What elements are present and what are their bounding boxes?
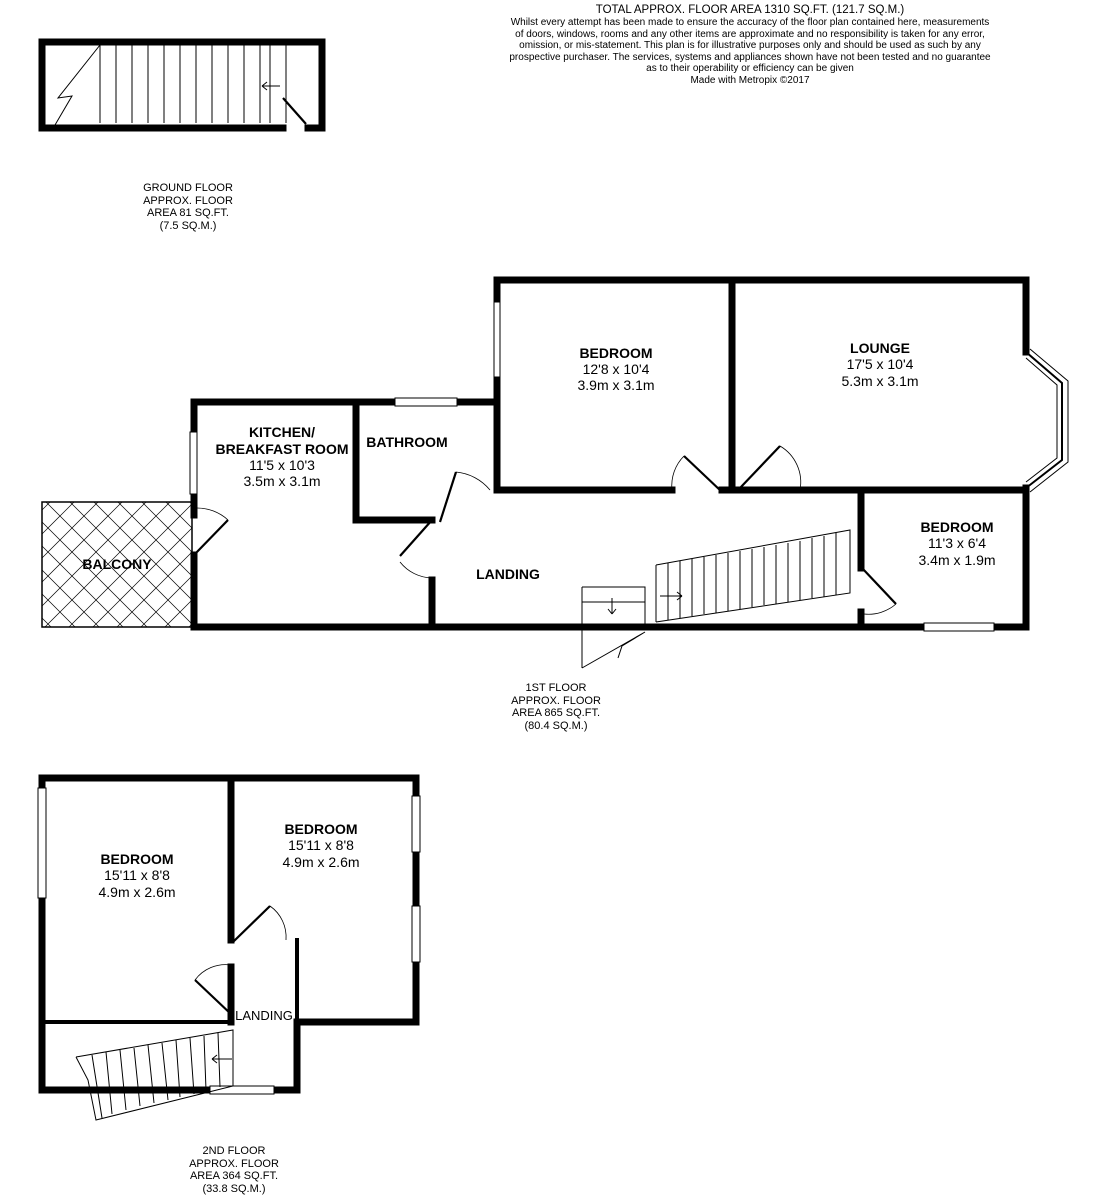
- ground-floor-label: GROUND FLOOR APPROX. FLOOR AREA 81 SQ.FT…: [108, 182, 268, 232]
- credit-line: Made with Metropix ©2017: [690, 74, 810, 86]
- floor-label-line: APPROX. FLOOR: [143, 194, 233, 207]
- room-dimensions: 12'8 x 10'4: [583, 361, 650, 377]
- room-name: BEDROOM: [920, 519, 993, 535]
- room-name: BEDROOM: [100, 851, 173, 867]
- room-dimensions: 5.3m x 3.1m: [841, 373, 918, 389]
- second-floor-doors: [194, 905, 287, 1017]
- first-floor-stairs: [581, 529, 851, 669]
- room-name: BREAKFAST ROOM: [216, 441, 349, 457]
- window: [37, 787, 47, 899]
- total-floor-area: TOTAL APPROX. FLOOR AREA 1310 SQ.FT. (12…: [595, 4, 905, 16]
- window: [209, 1085, 275, 1095]
- floor-label-line: AREA 81 SQ.FT.: [147, 207, 229, 219]
- ground-floor-door: [282, 97, 307, 125]
- room-dimensions: 3.4m x 1.9m: [918, 552, 995, 568]
- disclaimer-line: of doors, windows, rooms and any other i…: [515, 28, 985, 40]
- room-name: LANDING: [235, 1008, 293, 1023]
- floor-label-line: 2ND FLOOR: [202, 1145, 266, 1157]
- floor-label-line: (80.4 SQ.M.): [524, 719, 588, 732]
- disclaimer-line: prospective purchaser. The services, sys…: [509, 51, 991, 63]
- window: [411, 905, 421, 963]
- room-dimensions: 4.9m x 2.6m: [282, 854, 359, 870]
- second-floor-label: 2ND FLOOR APPROX. FLOOR AREA 364 SQ.FT. …: [154, 1145, 314, 1195]
- floor-label-line: AREA 364 SQ.FT.: [189, 1170, 279, 1182]
- room-dimensions: 11'5 x 10'3: [249, 457, 315, 473]
- room-dimensions: 4.9m x 2.6m: [98, 884, 175, 900]
- second-floor-plan: [37, 774, 421, 1121]
- floor-label-line: GROUND FLOOR: [143, 182, 233, 194]
- floor-label-line: APPROX. FLOOR: [189, 1157, 279, 1170]
- room-dimensions: 11'3 x 6'4: [928, 535, 986, 551]
- room-dimensions: 17'5 x 10'4: [847, 356, 914, 372]
- disclaimer-line: as to their operability or efficiency ca…: [646, 63, 854, 74]
- window: [394, 397, 458, 407]
- room-name: KITCHEN/: [249, 424, 315, 440]
- plan-header: TOTAL APPROX. FLOOR AREA 1310 SQ.FT. (12…: [470, 4, 1030, 86]
- floor-label-line: (7.5 SQ.M.): [159, 219, 217, 232]
- room-name: BALCONY: [82, 556, 152, 572]
- room-name: BEDROOM: [284, 821, 357, 837]
- floor-label-line: (33.8 SQ.M.): [202, 1182, 266, 1195]
- lounge-bay-window: [1024, 348, 1069, 493]
- disclaimer-line: Whilst every attempt has been made to en…: [510, 17, 990, 28]
- window: [411, 795, 421, 853]
- room-dimensions: 3.5m x 3.1m: [243, 473, 320, 489]
- floor-label-line: 1ST FLOOR: [525, 682, 587, 694]
- room-name: LOUNGE: [850, 340, 910, 356]
- room-name: BATHROOM: [366, 434, 447, 450]
- second-floor-stairs: [75, 1029, 234, 1121]
- room-dimensions: 15'11 x 8'8: [288, 837, 354, 853]
- ground-floor-walls: [38, 38, 326, 132]
- window: [493, 301, 501, 378]
- first-floor-label: 1ST FLOOR APPROX. FLOOR AREA 865 SQ.FT. …: [476, 682, 636, 732]
- second-floor-walls: [38, 774, 420, 1094]
- window: [923, 622, 995, 632]
- ground-floor-plan: [38, 38, 326, 132]
- first-floor-plan: [41, 276, 1069, 669]
- room-dimensions: 15'11 x 8'8: [104, 867, 170, 883]
- disclaimer-line: omission, or mis-statement. This plan is…: [519, 40, 981, 51]
- floor-label-line: APPROX. FLOOR: [511, 694, 601, 707]
- ground-floor-stairs: [54, 44, 287, 126]
- room-dimensions: 3.9m x 3.1m: [577, 377, 654, 393]
- room-name: LANDING: [476, 566, 540, 582]
- balcony-area: [41, 501, 193, 628]
- room-name: BEDROOM: [579, 345, 652, 361]
- floor-label-line: AREA 865 SQ.FT.: [511, 707, 601, 719]
- first-floor-doors: [193, 445, 897, 615]
- window: [189, 431, 198, 495]
